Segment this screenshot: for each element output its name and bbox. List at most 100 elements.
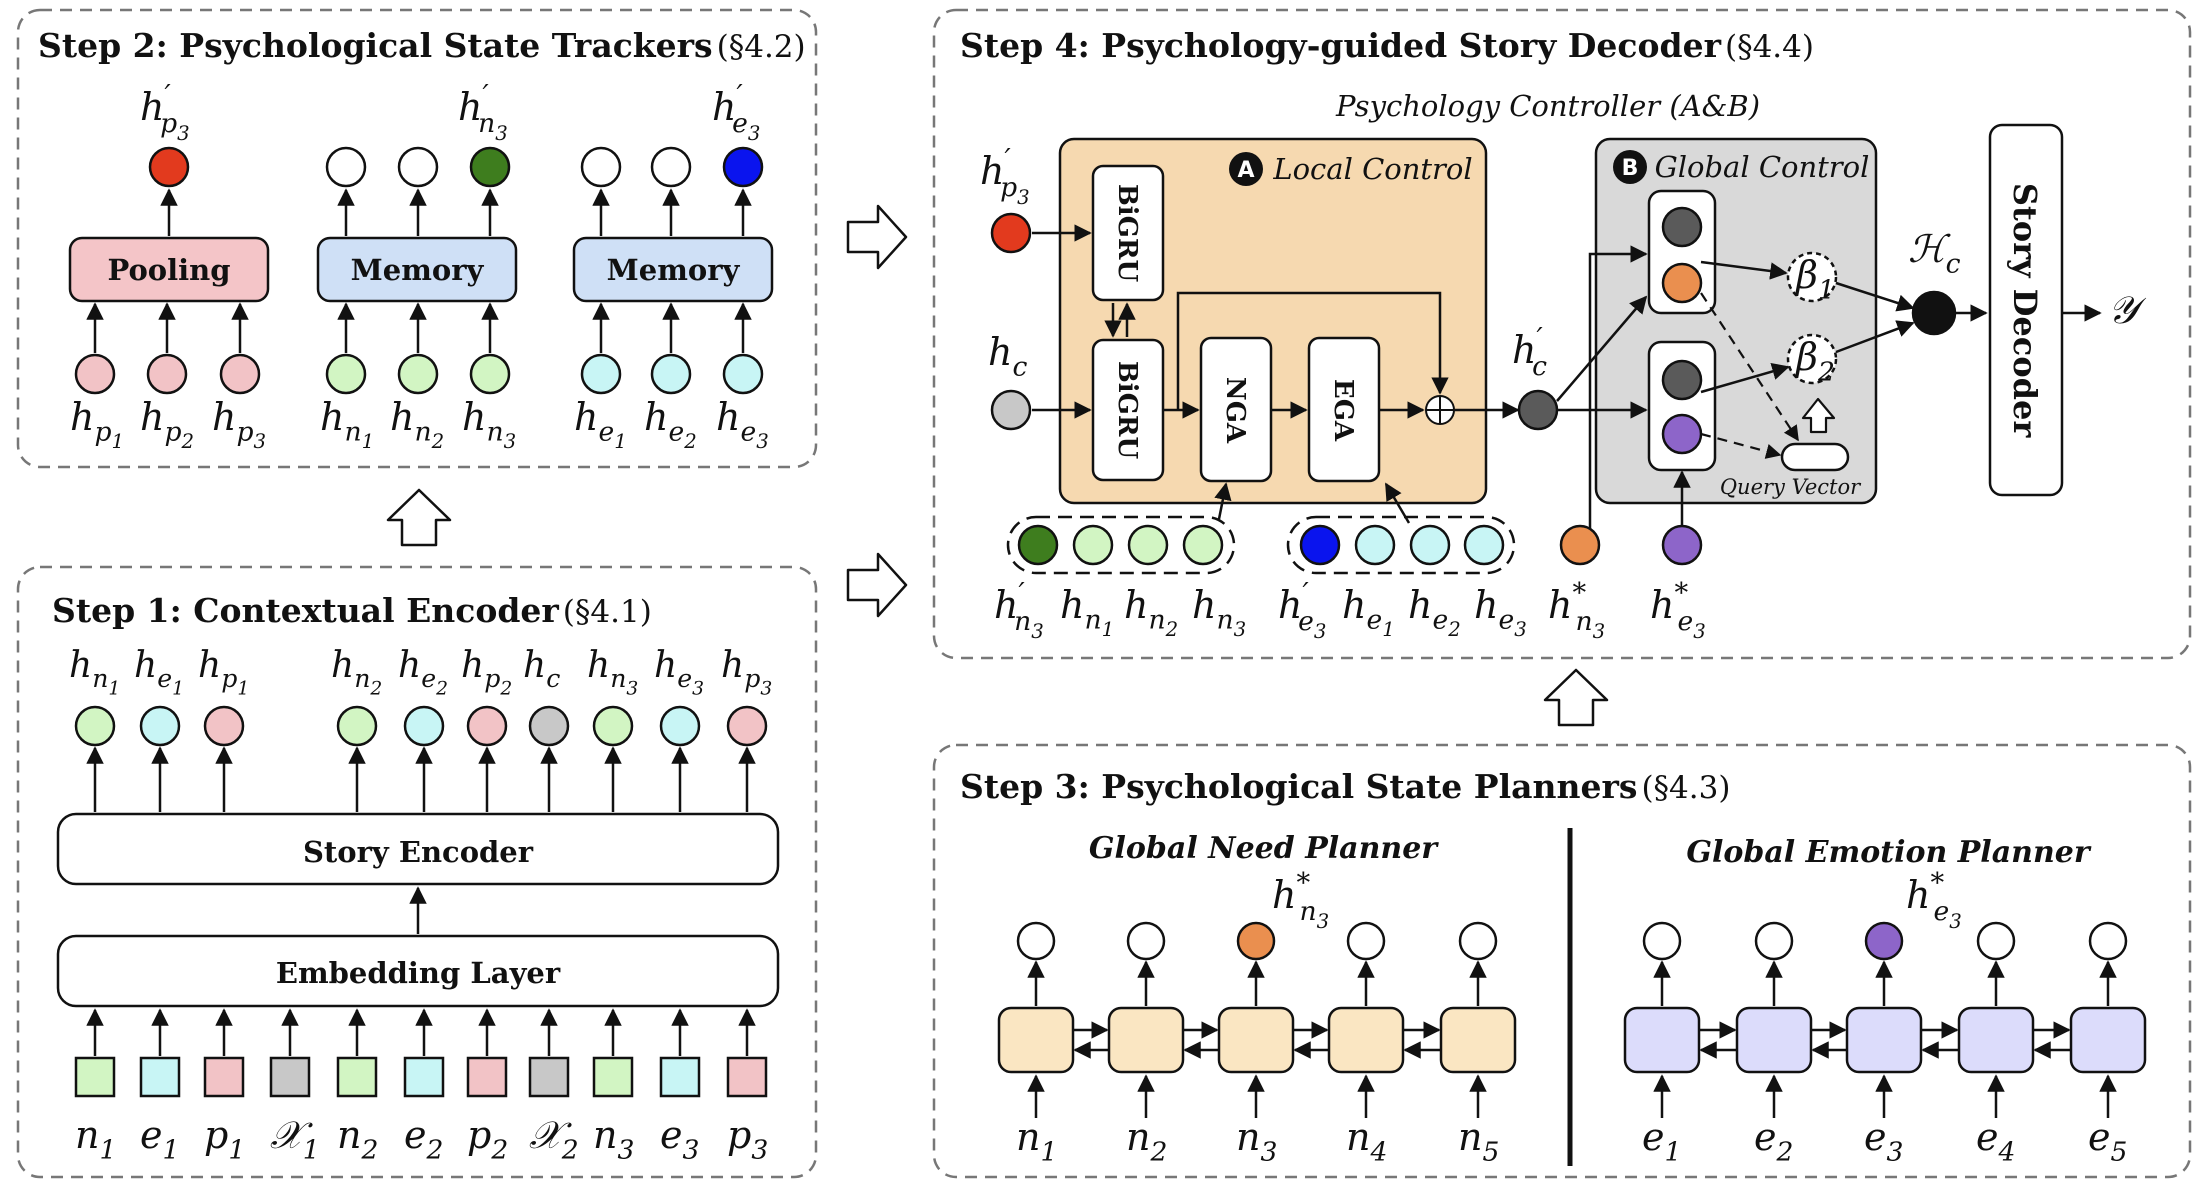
need-capsule-bottom — [1661, 262, 1703, 304]
svg-text:h′n3: h′n3 — [458, 80, 508, 145]
encoder-input-token — [74, 1056, 116, 1098]
svg-text:hc: hc — [988, 330, 1027, 383]
tracker-input-label: he2 — [644, 395, 697, 453]
encoder-input-token — [659, 1056, 701, 1098]
planner-output-node — [1864, 921, 1904, 961]
tracker-input-label: hp2 — [140, 395, 194, 453]
planner-cell — [1439, 1006, 1517, 1074]
encoder-input-token — [592, 1056, 634, 1098]
tracker-in-node-e1 — [580, 353, 622, 395]
story-encoder-label: Story Encoder — [303, 835, 534, 869]
svg-text:ℋc: ℋc — [1908, 227, 1961, 280]
dec-emo-node-he2 — [1409, 524, 1451, 566]
tracker-output-n-label: h′n3 — [458, 80, 508, 145]
query-vector-label: Query Vector — [1720, 475, 1862, 499]
decoder-hn3-star-label: h*n3 — [1548, 578, 1605, 643]
encoder-input-token — [336, 1056, 378, 1098]
planner-cell — [997, 1006, 1075, 1074]
encoder-output-node — [592, 705, 634, 747]
svg-text:A: A — [1237, 158, 1254, 183]
beta2-node — [1786, 333, 1838, 385]
decoder-hc-label: hc — [988, 330, 1027, 383]
tracker-input-label: he3 — [716, 395, 769, 453]
svg-text:β2: β2 — [1794, 335, 1835, 388]
svg-text:h′p3: h′p3 — [140, 80, 190, 145]
tracker-output-p-label: h′p3 — [140, 80, 190, 145]
flow-arrow-step2-to-step4 — [846, 204, 908, 270]
memory-need-label: Memory — [351, 253, 485, 287]
svg-text:Step 1: Contextual Encoder (§4: Step 1: Contextual Encoder (§4.1) — [52, 591, 652, 630]
planner-output-node — [1016, 921, 1056, 961]
encoder-input-label: p2 — [467, 1113, 508, 1166]
beta1-node — [1786, 251, 1838, 303]
encoder-output-label: hp1 — [198, 645, 249, 699]
planner-cell — [1957, 1006, 2035, 1074]
nga-label: NGA — [1220, 377, 1250, 444]
emotion-planner-title: Global Emotion Planner — [1686, 835, 2092, 870]
dec-hn3-star-node — [1559, 524, 1601, 566]
svg-text:h′e3: h′e3 — [712, 80, 760, 145]
tracker-input-label: he1 — [574, 395, 627, 453]
svg-text:h′c: h′c — [1512, 323, 1547, 382]
encoder-input-label: 𝒳1 — [270, 1113, 320, 1166]
encoder-output-label: he2 — [398, 645, 448, 699]
step3-panel: Step 3: Psychological State Planners (§4… — [932, 743, 2192, 1179]
local-control-badge — [1229, 152, 1263, 186]
step2-title: Step 2: Psychological State Trackers — [38, 26, 713, 65]
svg-text:h*n3: h*n3 — [1272, 868, 1329, 933]
encoder-output-label: hn2 — [331, 645, 382, 699]
tracker-input-label: hp3 — [212, 395, 266, 453]
encoder-input-label: e2 — [404, 1113, 443, 1166]
tracker-input-label: hp1 — [70, 395, 124, 453]
encoder-output-node — [726, 705, 768, 747]
step4-panel: Step 4: Psychology-guided Story Decoder … — [932, 8, 2192, 660]
pooling-label: Pooling — [107, 253, 230, 287]
svg-text:β1: β1 — [1794, 253, 1835, 306]
planner-output-node — [1642, 921, 1682, 961]
planner-cell — [2069, 1006, 2147, 1074]
planner-output-node — [1976, 921, 2016, 961]
encoder-input-label: 𝒳2 — [529, 1113, 579, 1166]
planner-input-label: n4 — [1346, 1115, 1387, 1168]
need-input-group — [1006, 515, 1236, 575]
planner-input-label: e4 — [1976, 1115, 2015, 1168]
tracker-in-node-p1 — [74, 353, 116, 395]
tracker-input-label: hn2 — [390, 395, 444, 453]
memory-box-emotion — [572, 236, 774, 303]
tracker-out-node-e2 — [650, 146, 692, 188]
flow-arrow-step1-to-step4 — [846, 552, 908, 618]
encoder-input-token — [203, 1056, 245, 1098]
step2-ref: (§4.2) — [717, 29, 806, 65]
planner-output-node — [1346, 921, 1386, 961]
tracker-in-node-n1 — [325, 353, 367, 395]
step3-title: Step 3: Psychological State Planners — [960, 767, 1637, 806]
encoder-input-label: p1 — [204, 1113, 245, 1166]
encoder-output-node — [336, 705, 378, 747]
planner-input-label: n5 — [1458, 1115, 1499, 1168]
dec-need-node-hn3 — [1182, 524, 1224, 566]
decoder-emotion-input-label: he2 — [1408, 583, 1461, 641]
story-decoder-box — [1988, 123, 2064, 497]
encoder-output-nodes — [74, 705, 768, 812]
emotion-capsule-bottom — [1661, 413, 1703, 455]
decoder-he3-star-label: h*e3 — [1650, 578, 1706, 643]
emotion-star-label: h*e3 — [1906, 868, 1962, 933]
dec-emo-node-he3 — [1463, 524, 1505, 566]
encoder-input-label: n1 — [75, 1113, 116, 1166]
planner-input-label: n2 — [1126, 1115, 1167, 1168]
decoder-hp3-node — [990, 212, 1032, 254]
tracker-in-node-p2 — [146, 353, 188, 395]
decoder-emotion-input-label: he1 — [1342, 583, 1395, 641]
hc-prime-label: h′c — [1512, 323, 1547, 382]
encoder-output-label: he1 — [134, 645, 184, 699]
decoder-need-input-label: hn1 — [1060, 583, 1114, 641]
pooling-box — [68, 236, 270, 303]
encoder-input-token — [726, 1056, 768, 1098]
encoder-input-label: p3 — [727, 1113, 768, 1166]
encoder-input-label: e3 — [660, 1113, 699, 1166]
decoder-need-input-label: hn3 — [1192, 583, 1246, 641]
